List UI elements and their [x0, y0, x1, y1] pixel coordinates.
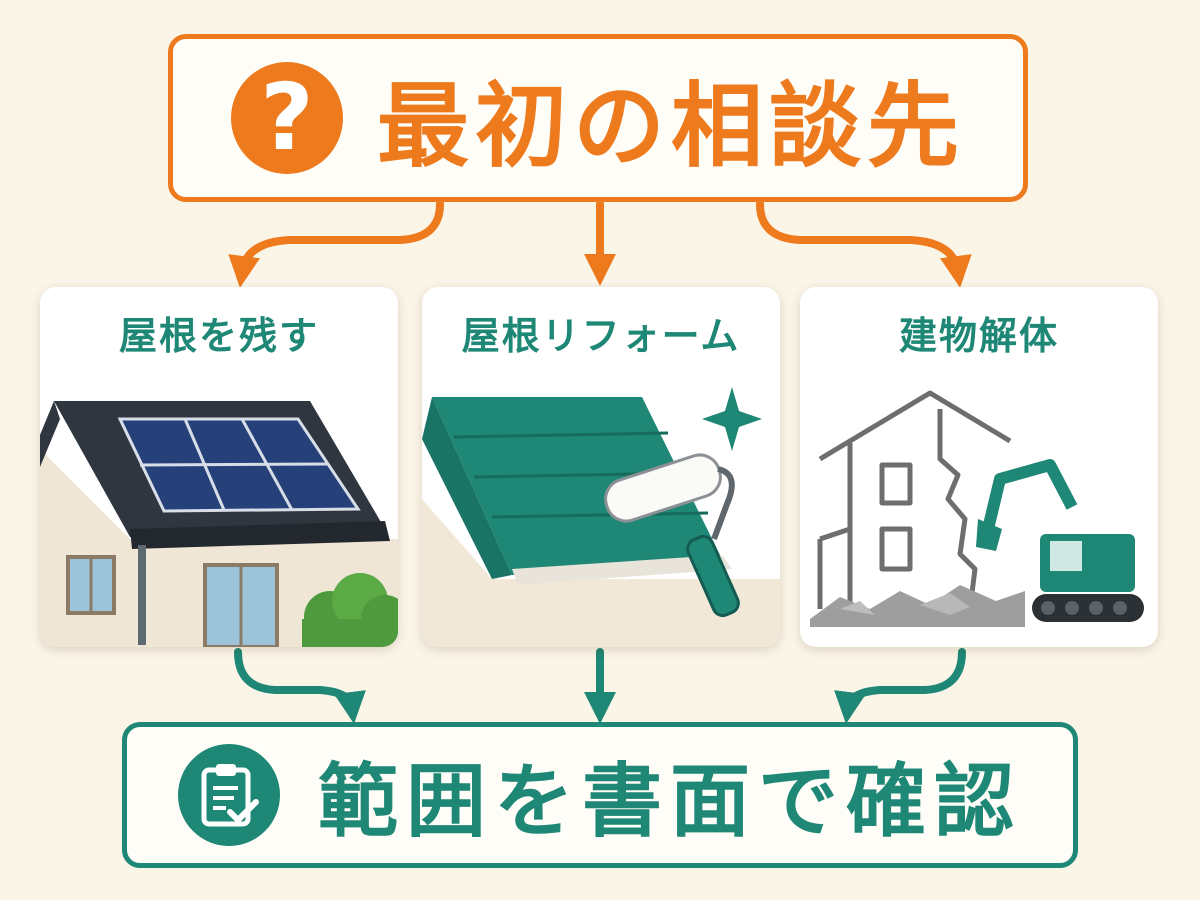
- demolition-illustration: [810, 390, 1144, 627]
- arrow-to-keep-roof: [228, 200, 444, 288]
- confirm-scope-box: 範囲を書面で確認: [122, 722, 1078, 868]
- solar-panel-icon: [117, 417, 361, 513]
- option-label-roof-reform: 屋根リフォーム: [461, 314, 741, 358]
- excavator-icon: [976, 459, 1144, 622]
- roof-paint-roller-illustration: [422, 387, 780, 647]
- rubble-icon: [810, 585, 1025, 627]
- arrow-from-keep-roof: [234, 648, 366, 724]
- arrow-from-demolition: [834, 648, 966, 724]
- paint-roller-icon: [604, 453, 740, 618]
- sparkle-icon: [702, 387, 762, 451]
- house-solar-illustration: [40, 401, 398, 647]
- option-card-keep-roof: 屋根を残す: [40, 287, 398, 647]
- option-card-roof-reform: 屋根リフォーム: [422, 287, 780, 647]
- first-consultation-box: ? 最初の相談先: [168, 34, 1028, 202]
- option-label-keep-roof: 屋根を残す: [118, 314, 319, 358]
- bush-icon: [302, 573, 398, 647]
- top-title: 最初の相談先: [376, 72, 965, 180]
- clipboard-check-icon: [178, 744, 280, 846]
- question-mark-glyph: ?: [260, 64, 314, 171]
- option-card-demolition: 建物解体: [800, 287, 1158, 647]
- question-mark-icon: ?: [230, 62, 343, 174]
- arrow-to-demolition: [756, 200, 972, 288]
- option-label-demolition: 建物解体: [898, 314, 1059, 358]
- bottom-title: 範囲を書面で確認: [318, 755, 1022, 848]
